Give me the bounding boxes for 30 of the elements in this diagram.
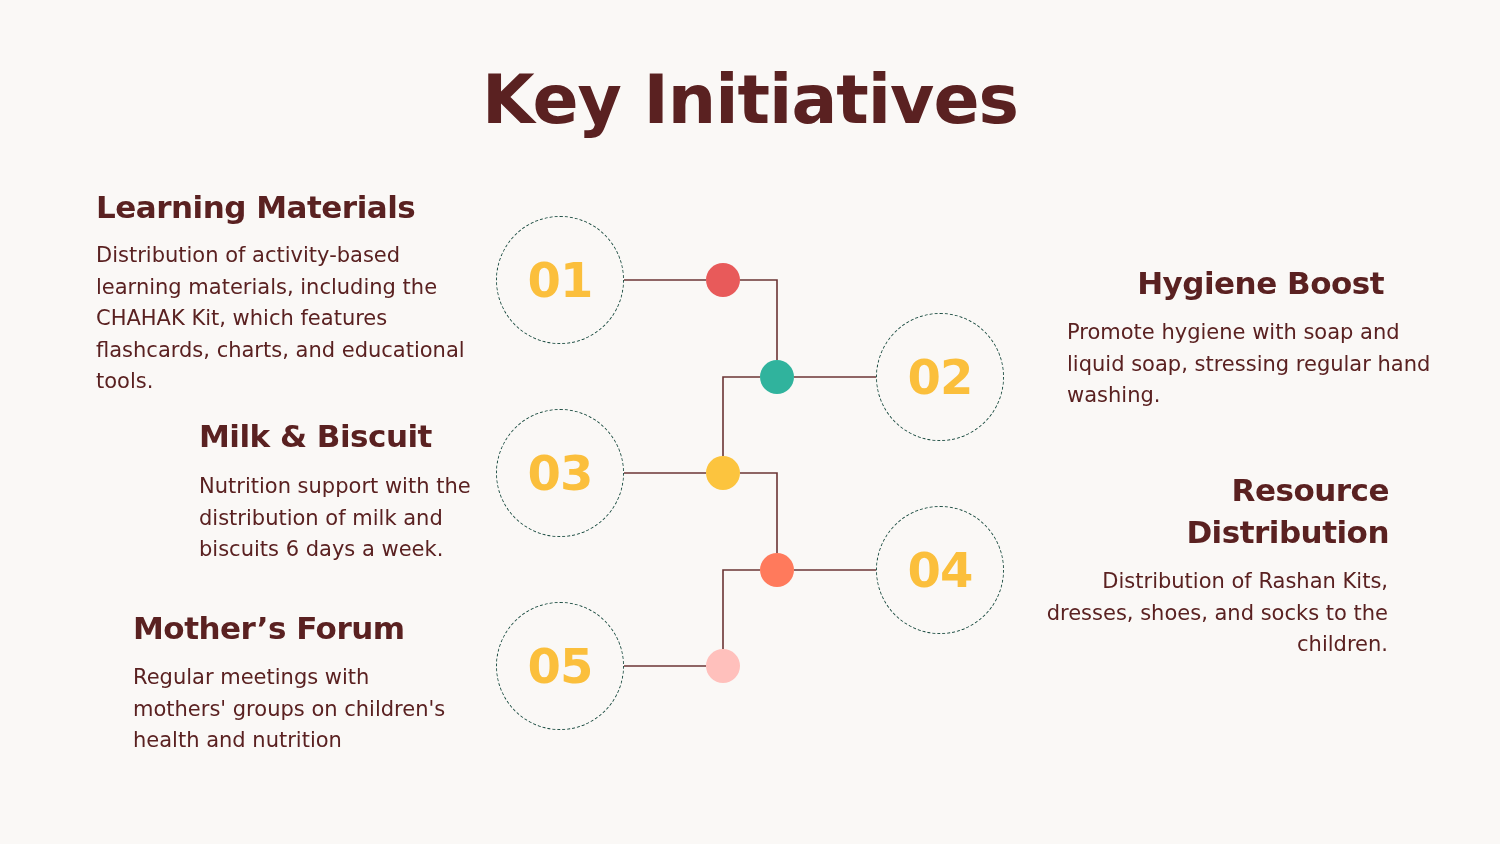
initiative-description: Regular meetings with mothers' groups on children's health and nutrition xyxy=(133,664,447,754)
page-title: Key Initiatives xyxy=(481,59,1019,141)
connector-line xyxy=(739,279,778,361)
connector-line xyxy=(722,569,761,650)
initiative-description: Distribution of Rashan Kits, dresses, shoes, and socks to the children. xyxy=(1045,568,1388,658)
initiative-description: Distribution of activity-based learning materials, including the CHAHAK Kit, which features flashcards, charts, and educational tools. xyxy=(96,242,466,395)
junction-dot xyxy=(706,456,740,490)
initiative-heading: Mother’s Forum xyxy=(133,609,406,648)
junction-dot xyxy=(760,360,794,394)
connector-line xyxy=(623,472,707,474)
step-number: 05 xyxy=(527,640,593,692)
connector-line xyxy=(793,569,877,571)
initiative-description: Nutrition support with the distribution of milk and biscuits 6 days a week. xyxy=(199,473,472,563)
connector-line xyxy=(793,376,877,378)
junction-dot xyxy=(706,649,740,683)
step-number: 01 xyxy=(527,254,593,306)
initiative-heading: Learning Materials xyxy=(96,188,417,227)
junction-dot xyxy=(760,553,794,587)
initiative-heading: Resource Distribution xyxy=(1185,471,1389,552)
step-number: 04 xyxy=(907,544,973,596)
connector-line xyxy=(739,472,778,554)
connector-line xyxy=(623,665,707,667)
initiative-description: Promote hygiene with soap and liquid soap, stressing regular hand washing. xyxy=(1067,319,1432,409)
initiative-heading: Milk & Biscuit xyxy=(199,417,433,456)
initiative-heading: Hygiene Boost xyxy=(1136,264,1384,303)
step-number: 03 xyxy=(527,447,593,499)
step-number: 02 xyxy=(907,351,973,403)
junction-dot xyxy=(706,263,740,297)
connector-line xyxy=(623,279,707,281)
connector-line xyxy=(722,376,761,457)
